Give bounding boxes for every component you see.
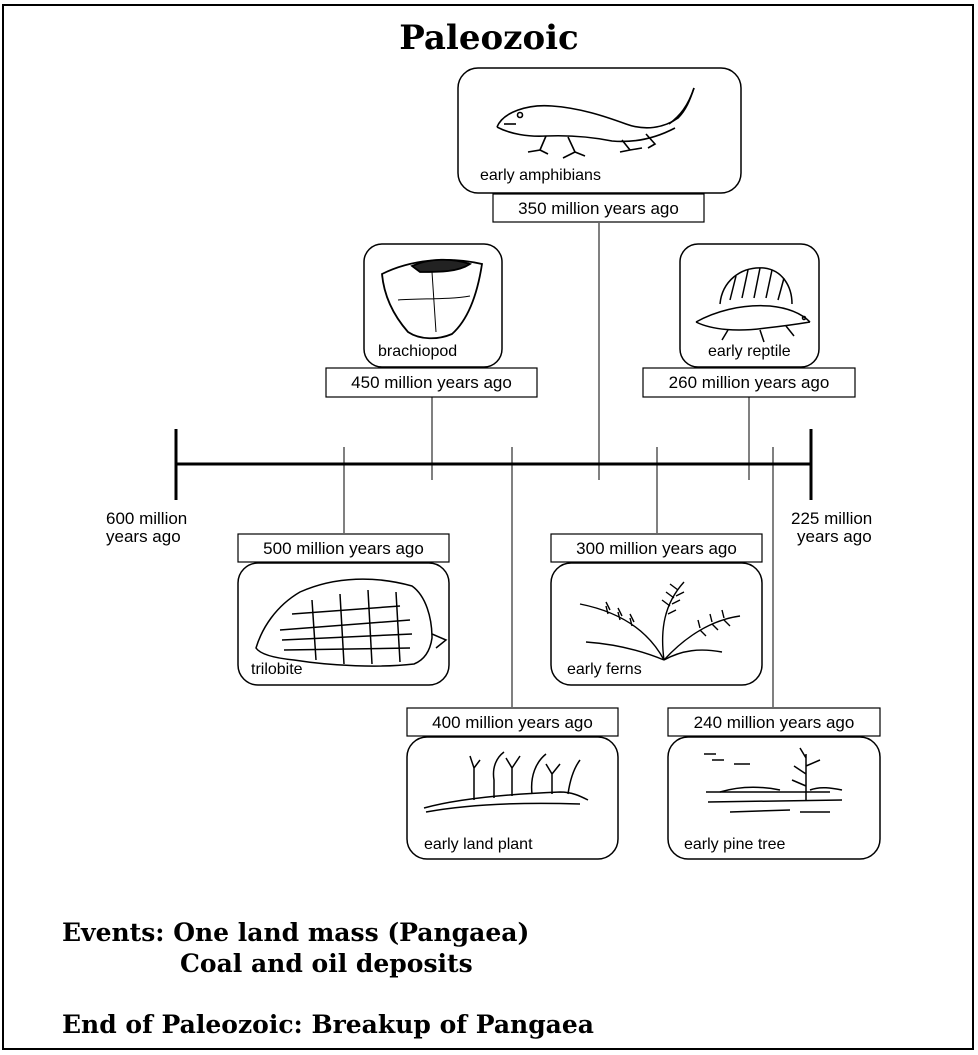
pine-tree-icon — [704, 747, 843, 813]
timeline-end-label-2: years ago — [797, 527, 872, 546]
timeline-axis — [174, 429, 813, 500]
date-label: 300 million years ago — [576, 539, 737, 558]
card-early-reptile: early reptile 260 million years ago — [642, 243, 856, 398]
date-label: 350 million years ago — [518, 199, 679, 218]
land-plant-icon — [423, 751, 589, 813]
page-title: Paleozoic — [399, 18, 579, 58]
organism-label: early reptile — [708, 343, 791, 360]
organism-label: early amphibians — [480, 167, 601, 184]
events-line-1: Events: One land mass (Pangaea) — [62, 918, 530, 947]
date-label: 500 million years ago — [263, 539, 424, 558]
date-label: 400 million years ago — [432, 713, 593, 732]
card-early-pine-tree: 240 million years ago early pine tree — [667, 707, 881, 860]
organism-label: early land plant — [424, 836, 533, 853]
card-early-amphibians: early amphibians 350 million years ago — [457, 67, 742, 223]
reptile-icon — [695, 267, 811, 343]
events-line-2: Coal and oil deposits — [180, 949, 473, 978]
card-early-land-plant: 400 million years ago early land plant — [406, 707, 619, 860]
brachiopod-icon — [381, 258, 484, 340]
organism-label: trilobite — [251, 661, 303, 678]
card-early-ferns: 300 million years ago early ferns — [550, 533, 763, 686]
date-label: 450 million years ago — [351, 373, 512, 392]
amphibian-icon — [496, 87, 695, 159]
organism-label: early ferns — [567, 661, 642, 678]
card-brachiopod: brachiopod 450 million years ago — [325, 243, 538, 398]
events-line-3: End of Paleozoic: Breakup of Pangaea — [62, 1010, 594, 1039]
connector-lines — [343, 223, 774, 707]
timeline-end-label-1: 225 million — [791, 509, 872, 528]
card-trilobite: 500 million years ago trilobite — [237, 533, 450, 686]
timeline-start-label-2: years ago — [106, 527, 181, 546]
organism-label: brachiopod — [378, 343, 457, 360]
date-label: 240 million years ago — [694, 713, 855, 732]
organism-label: early pine tree — [684, 836, 785, 853]
fern-icon — [579, 581, 741, 661]
timeline-start-label-1: 600 million — [106, 509, 187, 528]
trilobite-icon — [255, 578, 448, 667]
date-label: 260 million years ago — [669, 373, 830, 392]
